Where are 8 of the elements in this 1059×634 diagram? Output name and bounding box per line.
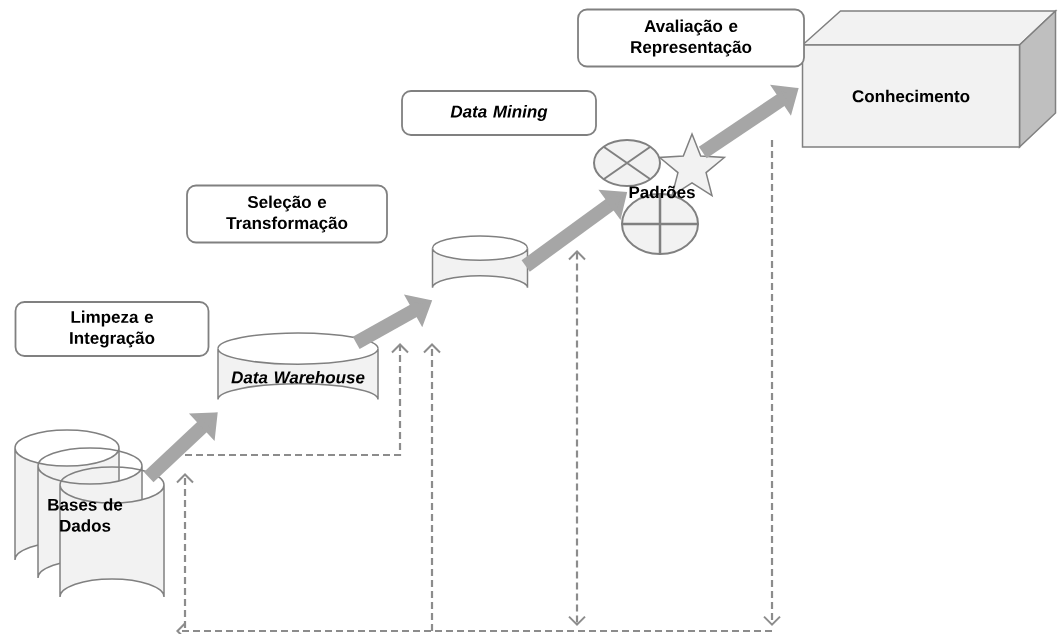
process-arrow [143, 412, 218, 483]
step-label-box: Avaliação e Representação [577, 8, 805, 68]
database-cylinder: Data Warehouse [217, 332, 379, 401]
database-stack: Bases de Dados [14, 429, 165, 598]
step-label-box: Data Mining [401, 90, 597, 136]
database-cylinder [431, 235, 529, 289]
step-label-box: Seleção e Transformação [186, 184, 388, 244]
step-label-box: Limpeza e Integração [14, 301, 210, 357]
